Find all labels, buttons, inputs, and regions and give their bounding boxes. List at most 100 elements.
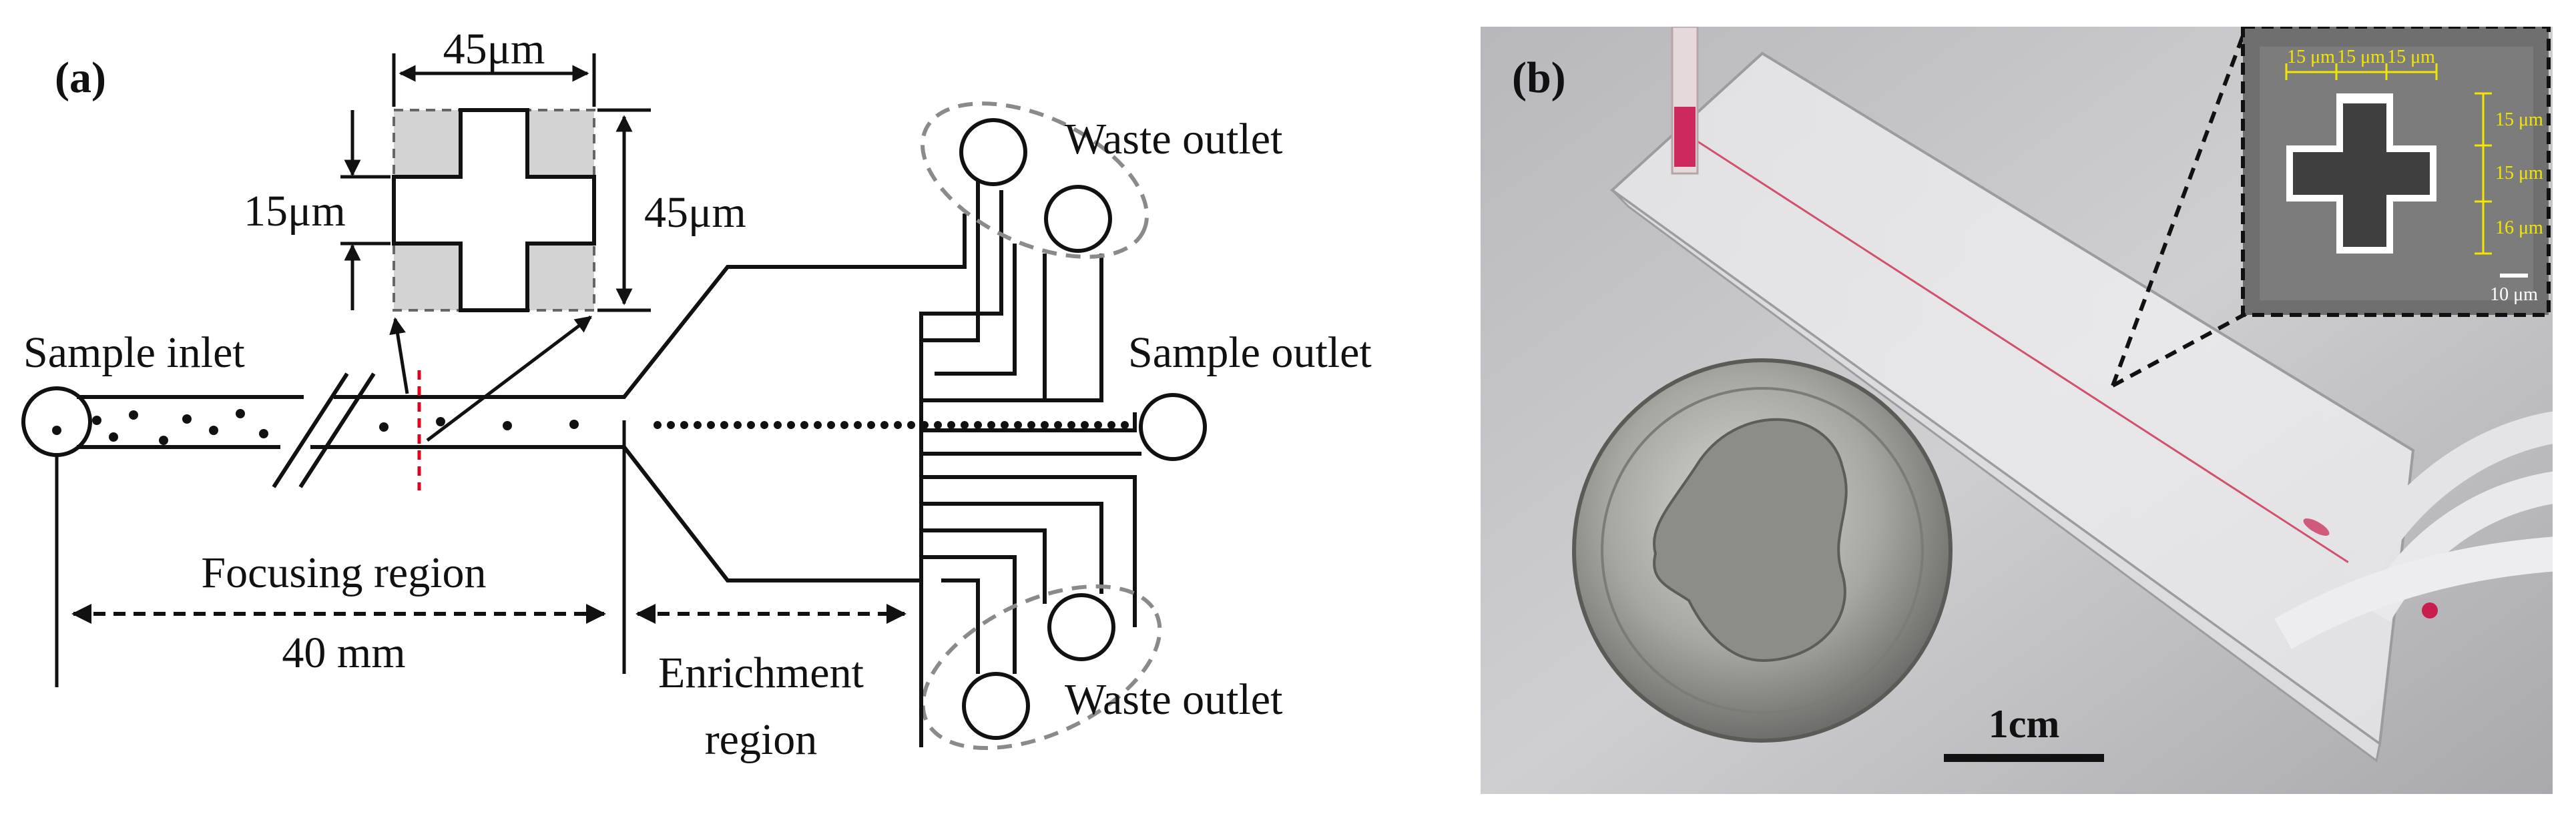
quarter-coin	[1572, 358, 1953, 743]
focused-particle	[1014, 421, 1022, 429]
waste-outlet-bottom-1	[1047, 593, 1115, 661]
panel-b-label: (b)	[1512, 53, 1566, 102]
focused-particle	[867, 421, 875, 429]
channel-break-1	[272, 372, 349, 488]
focused-particle	[854, 421, 862, 429]
focused-particle	[934, 421, 942, 429]
sample-outlet-port	[1139, 393, 1207, 461]
focused-particle	[894, 421, 902, 429]
focused-particle	[827, 421, 835, 429]
sem-dim-h-1: 15 μm	[2287, 47, 2335, 67]
sample-outlet	[921, 393, 1207, 461]
pointer-arrow-right	[426, 316, 592, 442]
sem-dim-h-3: 15 μm	[2387, 47, 2435, 67]
photo-scale-bar-label: 1cm	[1989, 702, 2060, 746]
coin-portrait	[1653, 418, 1848, 663]
focused-particle	[840, 421, 848, 429]
waste-bottom-channel-1-wall	[921, 475, 1137, 627]
particle	[209, 426, 218, 435]
sem-scale-bar-line	[2500, 274, 2528, 278]
particle	[379, 422, 389, 432]
focused-particle	[814, 421, 822, 429]
outlet-sample-drop	[2422, 602, 2438, 619]
particles-focused-stream	[654, 421, 1129, 429]
particle	[569, 420, 579, 429]
waste-outlet-top-2	[1044, 185, 1112, 253]
particle	[503, 421, 512, 430]
waste-top-channel-1-inner	[921, 180, 980, 342]
waste-outlet-top-1	[959, 118, 1027, 186]
focused-particle	[974, 421, 982, 429]
focusing-region-label: Focusing region	[201, 548, 486, 597]
inlet-tube-sample	[1674, 107, 1696, 167]
focused-particle	[907, 421, 915, 429]
waste-top-channel-3-wall	[921, 254, 1103, 402]
microchannel	[21, 214, 967, 687]
focused-particle	[947, 421, 955, 429]
enrichment-region-label-line2: region	[705, 715, 818, 764]
sem-scale-bar-label: 10 μm	[2490, 284, 2538, 305]
focused-particle	[987, 421, 995, 429]
focused-particle	[1041, 421, 1049, 429]
inlet-dot	[52, 426, 61, 435]
outlet-channels-top	[919, 101, 1149, 432]
focused-particle	[961, 421, 969, 429]
focused-particle	[1027, 421, 1035, 429]
focused-particle	[694, 421, 702, 429]
sem-inset: 15 μm 15 μm 15 μm 15 μm 15 μm 16 μm 10 μ…	[2241, 27, 2551, 317]
channel-break-2	[298, 372, 376, 488]
panel-a: (a) 45μm 45μm 15μm	[21, 25, 1372, 764]
sample-inlet-port	[21, 386, 92, 457]
dim-top-width: 45μm	[443, 25, 545, 73]
focused-particle	[1121, 421, 1129, 429]
sample-outlet-label: Sample outlet	[1128, 328, 1372, 377]
waste-outlet-top-label: Waste outlet	[1065, 115, 1282, 163]
sample-inlet-label: Sample inlet	[23, 328, 245, 377]
cross-section-schematic: 45μm 45μm 15μm	[244, 25, 746, 312]
focused-particle	[680, 421, 688, 429]
pointer-arrow-left	[389, 317, 409, 394]
chip-channel-trace	[1695, 139, 2377, 582]
focused-particle	[1107, 421, 1115, 429]
waste-bottom-channel-2-inner	[921, 555, 1017, 674]
enrichment-region-label-line1: Enrichment	[658, 649, 864, 697]
focused-particle	[720, 421, 728, 429]
particle	[436, 417, 445, 426]
cross-channel-shape	[392, 108, 596, 312]
dim-side-height: 45μm	[644, 188, 746, 237]
particle	[259, 429, 268, 438]
focused-particle	[760, 421, 768, 429]
focused-particle	[747, 421, 755, 429]
focused-particle	[880, 421, 888, 429]
sem-dim-v-1: 15 μm	[2495, 109, 2543, 130]
sem-dim-v-3: 16 μm	[2495, 218, 2543, 238]
waste-outlet-group-top	[920, 101, 1149, 259]
sem-dim-h-2: 15 μm	[2337, 47, 2385, 67]
focused-particle	[667, 421, 675, 429]
focused-particle	[707, 421, 715, 429]
focused-particle	[800, 421, 808, 429]
focused-particle	[1094, 421, 1102, 429]
outlet-tube-1	[2342, 411, 2553, 588]
outlet-tube-3	[2274, 536, 2553, 649]
focused-particle	[1001, 421, 1009, 429]
sem-cross-section	[2293, 103, 2430, 247]
inset-callout-line-2	[2111, 27, 2248, 387]
channel-top-wall-b	[334, 214, 967, 399]
waste-bottom-channel-1-inner	[921, 502, 1103, 594]
waste-bottom-channel-3	[941, 578, 980, 674]
particles-focusing	[92, 409, 579, 445]
particle	[129, 410, 138, 420]
panel-a-label: (a)	[55, 53, 106, 102]
focused-particle	[654, 421, 662, 429]
focused-particle	[1081, 421, 1089, 429]
waste-top-channel-2-inner	[935, 244, 1017, 376]
focused-particle	[774, 421, 782, 429]
waste-bottom-channel-2-wall	[921, 528, 1047, 604]
chip-sample-spot	[2303, 518, 2330, 536]
focused-particle	[734, 421, 742, 429]
waste-outlet-bottom-label: Waste outlet	[1065, 675, 1282, 724]
particle	[159, 436, 168, 445]
photo-scale-bar: 1cm	[1944, 702, 2104, 762]
